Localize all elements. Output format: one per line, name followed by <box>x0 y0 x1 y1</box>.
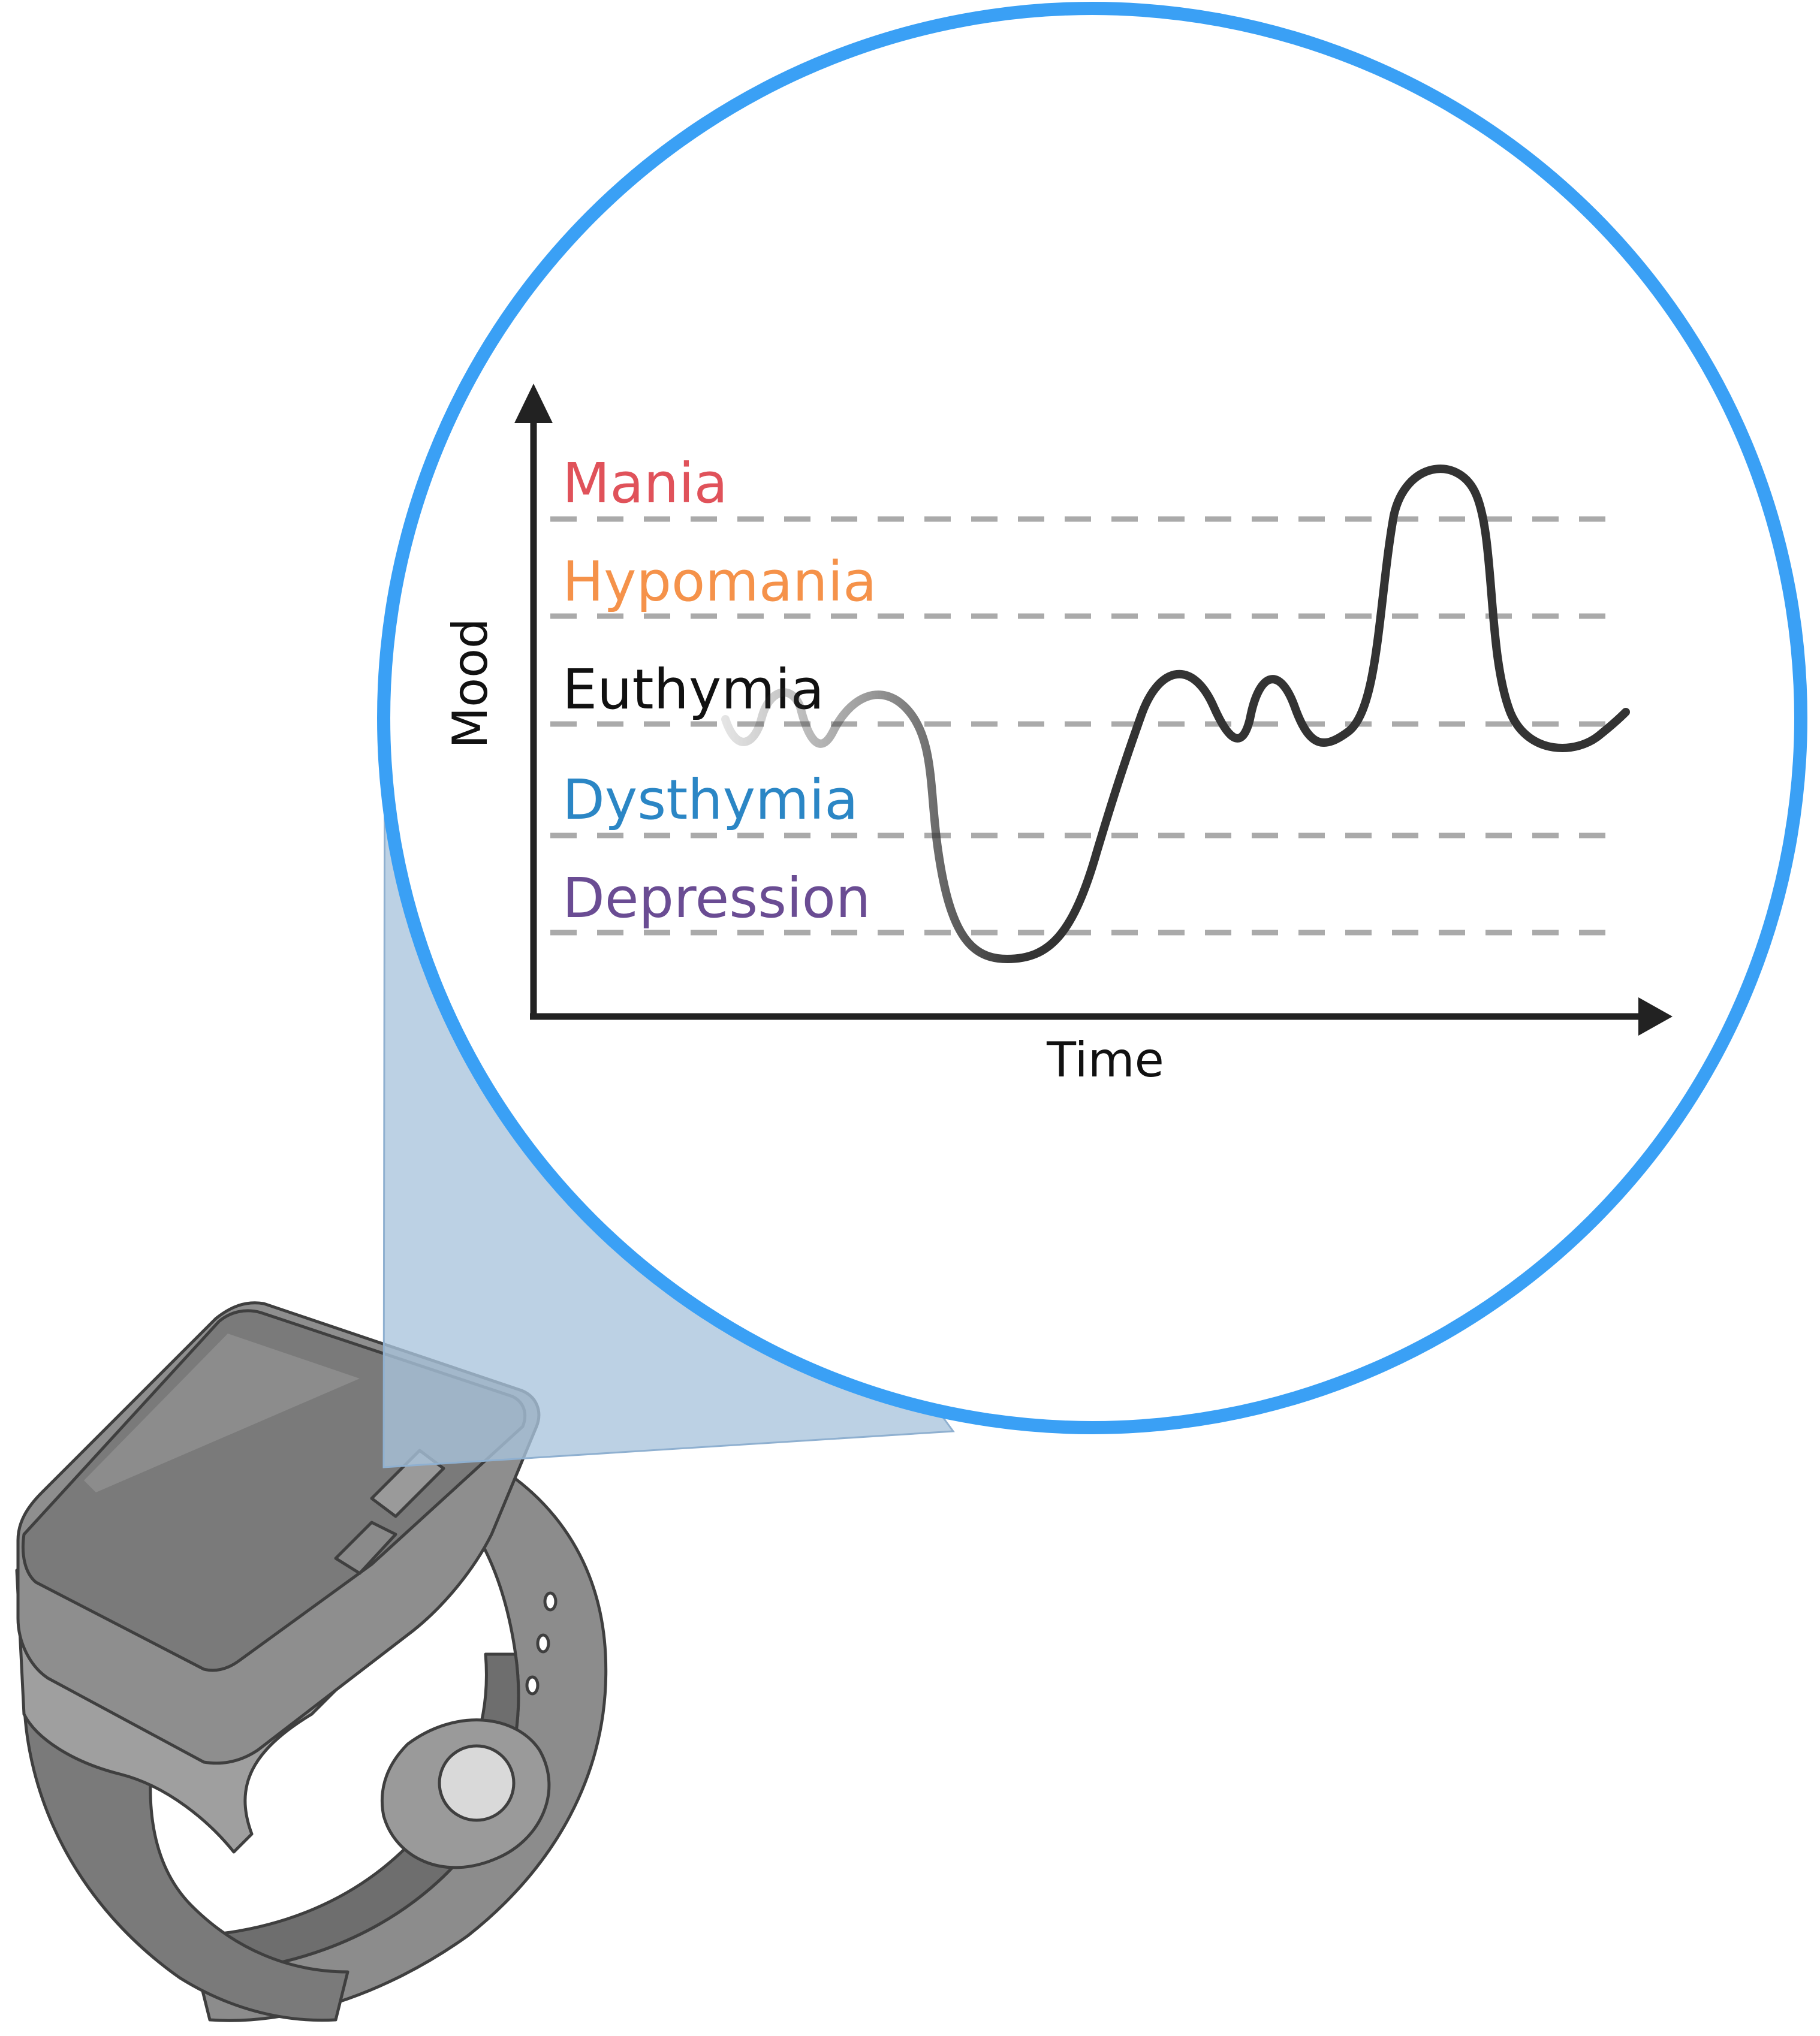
mood-label-hypomania: Hypomania <box>562 550 877 614</box>
strap-hole <box>536 1633 550 1654</box>
mood-label-depression: Depression <box>562 866 870 930</box>
y-axis-arrowhead <box>514 384 553 423</box>
watch-clasp-button <box>438 1744 516 1822</box>
mood-curve <box>721 464 1630 963</box>
x-axis-arrowhead <box>1638 997 1673 1036</box>
watch-side-button <box>334 1521 397 1575</box>
watch-screen-glare <box>84 1334 360 1492</box>
y-axis-label: Mood <box>442 618 498 749</box>
magnifier-circle <box>377 2 1807 1434</box>
x-axis-label: Time <box>1046 1032 1164 1088</box>
mood-chart: Mood Time Mania Hypomania Euthymia Dysth… <box>442 384 1673 1088</box>
strap-hole <box>525 1675 540 1696</box>
mood-label-mania: Mania <box>562 451 728 515</box>
mood-label-dysthymia: Dysthymia <box>562 768 858 832</box>
strap-hole <box>543 1591 558 1612</box>
